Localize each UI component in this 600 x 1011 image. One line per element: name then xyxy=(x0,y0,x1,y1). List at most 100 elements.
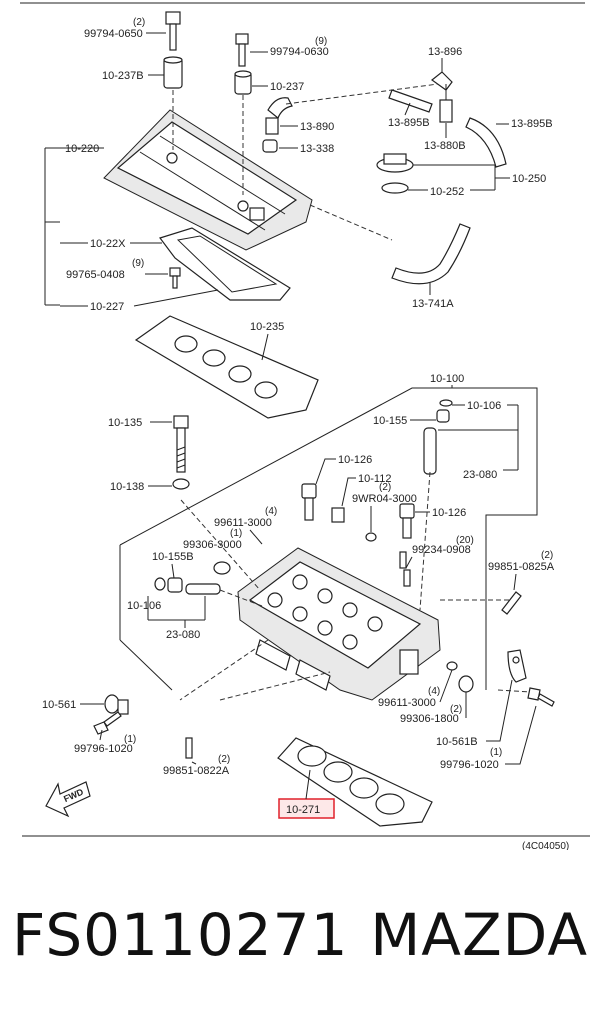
pcv-valve-13-890 xyxy=(265,97,293,135)
label-10-252: 10-252 xyxy=(430,186,464,198)
label-10-126-a: 10-126 xyxy=(338,454,372,466)
pcv-fitting-13-880b xyxy=(439,84,453,123)
gasket-10-235 xyxy=(134,315,319,419)
label-10-271: 10-271 xyxy=(286,804,320,816)
oil-filler-cap-10-250 xyxy=(376,153,414,194)
bracket-10-561b xyxy=(507,649,527,683)
label-10-138: 10-138 xyxy=(110,481,144,493)
sleeve-10-237 xyxy=(234,70,252,95)
label-13-895b-b: 13-895B xyxy=(511,118,553,130)
label-10-235: 10-235 xyxy=(250,321,284,333)
label-10-100: 10-100 xyxy=(430,373,464,385)
label-qty-99306-bot: (2) xyxy=(450,704,462,715)
caption-bar: FS0110271 MAZDA xyxy=(0,880,600,990)
fwd-arrow-icon: FWD xyxy=(45,781,91,818)
seal-10-112 xyxy=(331,507,345,523)
label-99611-bot: 99611-3000 xyxy=(378,697,436,709)
dowel-99851-0825a xyxy=(501,591,522,615)
label-qty-99611-bot: (4) xyxy=(428,686,440,697)
label-qty-99851-0822: (2) xyxy=(218,754,230,765)
label-qty-99611-top: (4) xyxy=(265,506,277,517)
label-10-561: 10-561 xyxy=(42,699,76,711)
label-99306-top: 99306-3000 xyxy=(183,539,242,551)
label-qty-99796-left: (1) xyxy=(124,734,136,745)
bolt-99794-0630 xyxy=(235,33,249,67)
label-10-237: 10-237 xyxy=(270,81,304,93)
label-10-106-b: 10-106 xyxy=(127,600,161,612)
label-23-080-b: 23-080 xyxy=(166,629,200,641)
label-99796-left: 99796-1020 xyxy=(74,743,133,755)
valve-guide-23-080 xyxy=(423,427,437,475)
plug-99611-3000-bottom xyxy=(446,661,458,671)
bolt-99765-0408 xyxy=(169,267,181,289)
plug-99306-3000 xyxy=(213,561,231,575)
label-10-135: 10-135 xyxy=(108,417,142,429)
label-99851-0825a: 99851-0825A xyxy=(488,561,555,573)
label-10-250: 10-250 xyxy=(512,173,546,185)
plug-10-126-top xyxy=(301,483,317,521)
bolt-99796-1020-left xyxy=(93,711,122,735)
label-qty-99306-top: (1) xyxy=(230,528,242,539)
label-99611-top: 99611-3000 xyxy=(214,517,272,529)
label-13-741a: 13-741A xyxy=(412,298,454,310)
breather-hose-13-741a xyxy=(391,223,471,285)
label-13-338: 13-338 xyxy=(300,143,334,155)
label-10-22x: 10-22X xyxy=(90,238,126,250)
bracket-10-561 xyxy=(104,694,129,715)
label-qty-99765-0408: (9) xyxy=(132,258,144,269)
plug-99306-1800 xyxy=(458,675,474,693)
label-13-896: 13-896 xyxy=(428,46,462,58)
grommet-13-338 xyxy=(262,139,278,153)
parts-diagram: (2) 99794-0650 (9) 99794-0630 10-237B 10… xyxy=(20,2,590,850)
label-13-880b: 13-880B xyxy=(424,140,466,152)
label-10-155b: 10-155B xyxy=(152,551,194,563)
label-99794-0630: 99794-0630 xyxy=(270,46,329,58)
label-99851-0822a: 99851-0822A xyxy=(163,765,230,777)
label-10-237b: 10-237B xyxy=(102,70,144,82)
label-9wr04-3000: 9WR04-3000 xyxy=(352,493,417,505)
label-10-112: 10-112 xyxy=(358,473,391,485)
label-99234-0908: 99234-0908 xyxy=(412,544,471,556)
cylinder-head-body xyxy=(237,547,441,701)
label-10-561b: 10-561B xyxy=(436,736,478,748)
label-10-126-b: 10-126 xyxy=(432,507,466,519)
pcv-hose-13-895b xyxy=(388,89,507,168)
label-99306-bot: 99306-1800 xyxy=(400,713,459,725)
label-qty-99794-0650: (2) xyxy=(133,17,145,28)
washer-10-138 xyxy=(172,478,190,490)
label-qty-99851-0825: (2) xyxy=(541,550,553,561)
cylinder-head-cover-10-220 xyxy=(103,109,313,251)
label-10-220: 10-220 xyxy=(65,143,99,155)
label-qty-9wr04: (2) xyxy=(379,482,391,493)
part-number: FS0110271 xyxy=(12,901,349,969)
highlight-box-10-271: 10-271 xyxy=(278,798,335,819)
head-gasket-10-271 xyxy=(277,737,433,827)
valve-seal-10-155 xyxy=(436,409,450,423)
label-13-895b-a: 13-895B xyxy=(388,117,430,129)
pcv-hose-13-896 xyxy=(431,71,453,91)
valve-seal-10-155b xyxy=(154,577,221,595)
label-10-106-a: 10-106 xyxy=(467,400,501,412)
label-13-890: 13-890 xyxy=(300,121,334,133)
label-99796-right: 99796-1020 xyxy=(440,759,499,771)
sleeve-10-237b xyxy=(163,56,183,89)
dowel-99851-0822a xyxy=(185,737,193,759)
retainer-10-106-top xyxy=(439,399,453,407)
label-99794-0650: 99794-0650 xyxy=(84,28,143,40)
label-qty-99796-right: (1) xyxy=(490,747,502,758)
label-23-080-a: 23-080 xyxy=(463,469,497,481)
figure-code: (4C04050) xyxy=(522,841,569,850)
gasket-10-22x xyxy=(159,227,291,301)
label-10-227: 10-227 xyxy=(90,301,124,313)
label-qty-99794-0630: (9) xyxy=(315,36,327,47)
label-qty-99234: (20) xyxy=(456,535,474,546)
bolt-99796-1020-right xyxy=(527,687,555,707)
label-10-155: 10-155 xyxy=(373,415,407,427)
brand-name: MAZDA xyxy=(370,901,588,969)
bolt-10-135 xyxy=(173,415,189,473)
seal-9wr04-3000 xyxy=(365,532,377,542)
plug-10-126-right xyxy=(399,503,415,539)
label-99765-0408: 99765-0408 xyxy=(66,269,125,281)
stud-99234-0908 xyxy=(399,551,411,587)
bolt-99794-0650 xyxy=(165,11,181,51)
